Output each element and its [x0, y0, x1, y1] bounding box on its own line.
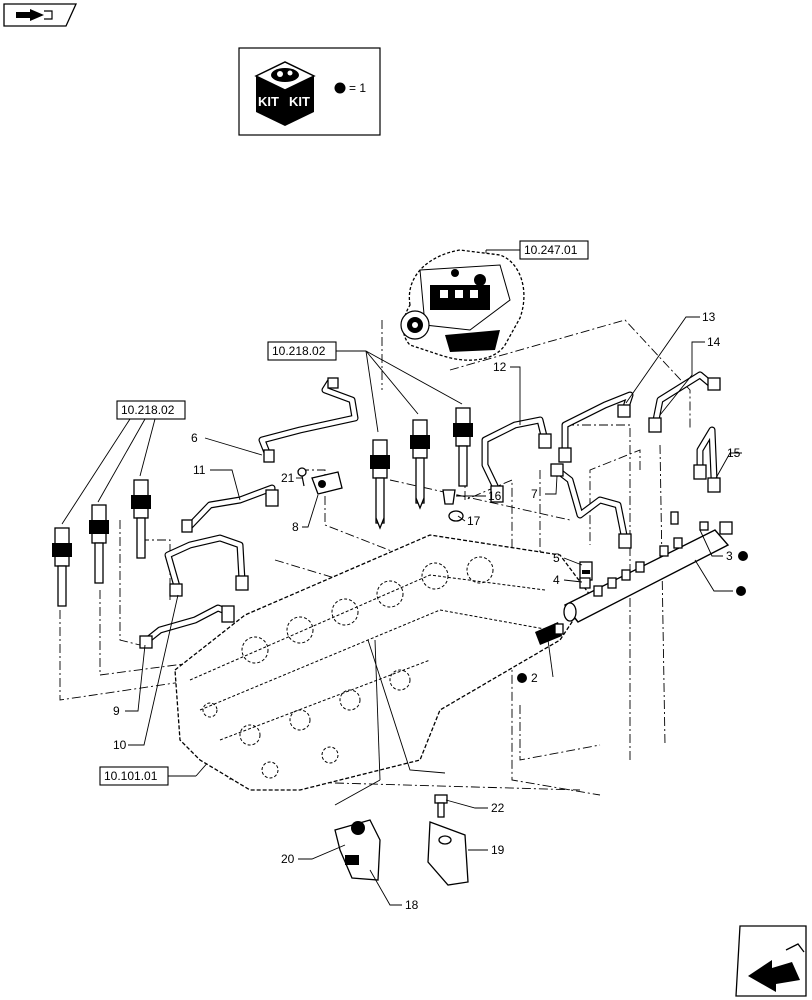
- svg-text:10.218.02: 10.218.02: [272, 344, 326, 358]
- callout-5[interactable]: 5: [553, 551, 560, 565]
- callout-17[interactable]: 17: [467, 514, 481, 528]
- kit-quantity: = 1: [349, 81, 366, 95]
- ref-injectors-left[interactable]: 10.218.02: [116, 400, 186, 420]
- callout-18[interactable]: 18: [405, 898, 419, 912]
- ref-injectors-right[interactable]: 10.218.02: [267, 341, 337, 361]
- pipe-7[interactable]: [550, 463, 632, 549]
- sensor-18[interactable]: [334, 819, 381, 881]
- kit-bullet-icon: [517, 673, 527, 683]
- callout-14[interactable]: 14: [707, 335, 721, 349]
- injector-right-2[interactable]: [410, 419, 430, 510]
- svg-text:10.101.01: 10.101.01: [104, 769, 158, 783]
- callout-9[interactable]: 9: [113, 704, 120, 718]
- pipe-14[interactable]: [648, 371, 721, 433]
- pipe-15[interactable]: [693, 426, 721, 493]
- bracket-19[interactable]: [427, 821, 469, 886]
- kit-word-left: KIT: [258, 94, 279, 109]
- pipe-13[interactable]: [558, 391, 634, 463]
- callout-10[interactable]: 10: [113, 738, 127, 752]
- fuel-pump[interactable]: [400, 249, 525, 361]
- svg-text:10.218.02: 10.218.02: [121, 403, 175, 417]
- callout-leaders: [125, 316, 742, 906]
- callout-19[interactable]: 19: [491, 843, 505, 857]
- callout-8[interactable]: 8: [292, 520, 299, 534]
- seal-17[interactable]: [448, 510, 464, 522]
- common-rail[interactable]: [563, 511, 733, 623]
- sensor-8[interactable]: [311, 471, 343, 495]
- kit-bullet-icon: [738, 551, 748, 561]
- injector-right-3[interactable]: [453, 407, 473, 487]
- callout-22[interactable]: 22: [491, 801, 505, 815]
- kit-cube-icon: KIT KIT: [254, 61, 316, 126]
- bolt-22[interactable]: [434, 794, 448, 818]
- callout-7[interactable]: 7: [531, 487, 538, 501]
- injector-left-1[interactable]: [52, 527, 72, 607]
- kit-box: KIT KIT = 1: [238, 47, 381, 136]
- ref-cylinder-head[interactable]: 10.101.01: [99, 766, 169, 786]
- kit-word-right: KIT: [289, 94, 310, 109]
- svg-text:10.247.01: 10.247.01: [524, 243, 578, 257]
- callout-3[interactable]: 3: [726, 549, 733, 563]
- callout-13[interactable]: 13: [702, 310, 716, 324]
- pipe-12[interactable]: [481, 416, 552, 503]
- callout-16[interactable]: 16: [488, 489, 502, 503]
- callout-2[interactable]: 2: [531, 671, 538, 685]
- pipe-6[interactable]: [258, 377, 359, 463]
- callout-21[interactable]: 21: [281, 471, 295, 485]
- pipe-10[interactable]: [164, 534, 249, 597]
- callout-11[interactable]: 11: [193, 463, 206, 477]
- pipe-9[interactable]: [139, 604, 235, 649]
- callout-6[interactable]: 6: [191, 431, 198, 445]
- pipe-11[interactable]: [181, 484, 279, 533]
- fitting-16[interactable]: [442, 489, 456, 505]
- callout-20[interactable]: 20: [281, 852, 295, 866]
- previous-page-icon[interactable]: [3, 3, 78, 27]
- callout-4[interactable]: 4: [553, 573, 560, 587]
- ref-pump[interactable]: 10.247.01: [519, 240, 589, 260]
- pressure-sensor-2[interactable]: [535, 622, 564, 645]
- next-page-icon[interactable]: [735, 925, 807, 997]
- cylinder-head[interactable]: [174, 534, 591, 791]
- injector-right-1[interactable]: [370, 439, 390, 530]
- fitting-4[interactable]: [579, 577, 591, 589]
- bolt-21[interactable]: [297, 467, 307, 487]
- kit-bullet-icon: [334, 82, 346, 94]
- callout-12[interactable]: 12: [493, 360, 507, 374]
- injector-left-2[interactable]: [89, 504, 109, 584]
- callout-15[interactable]: 15: [727, 446, 741, 460]
- kit-bullet-icon: [736, 586, 746, 596]
- injector-left-3[interactable]: [131, 479, 151, 559]
